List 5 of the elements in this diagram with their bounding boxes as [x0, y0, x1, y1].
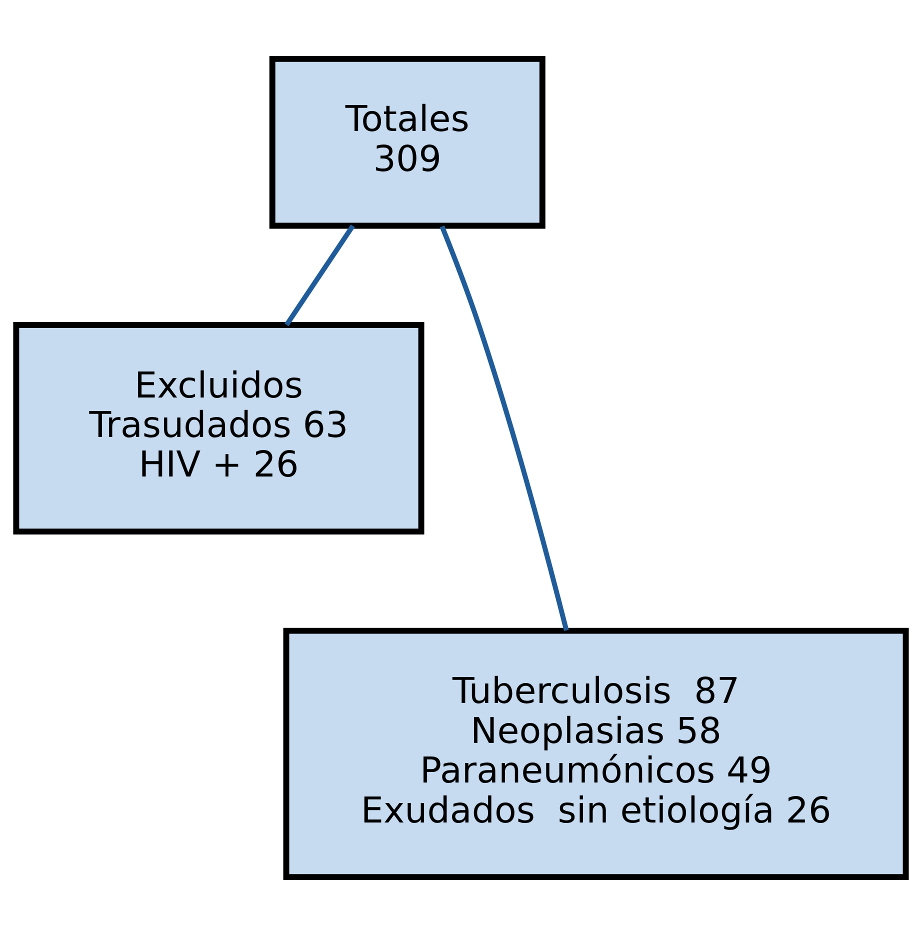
node-box: Tuberculosis 87 Neoplasias 58 Paraneumónicos 49 Exudados sin etiología 26: [283, 628, 909, 880]
node-box: Totales 309: [269, 56, 546, 229]
connector: [440, 225, 569, 631]
connector: [284, 224, 355, 326]
node-box: Excluidos Trasudados 63 HIV + 26: [13, 322, 424, 535]
